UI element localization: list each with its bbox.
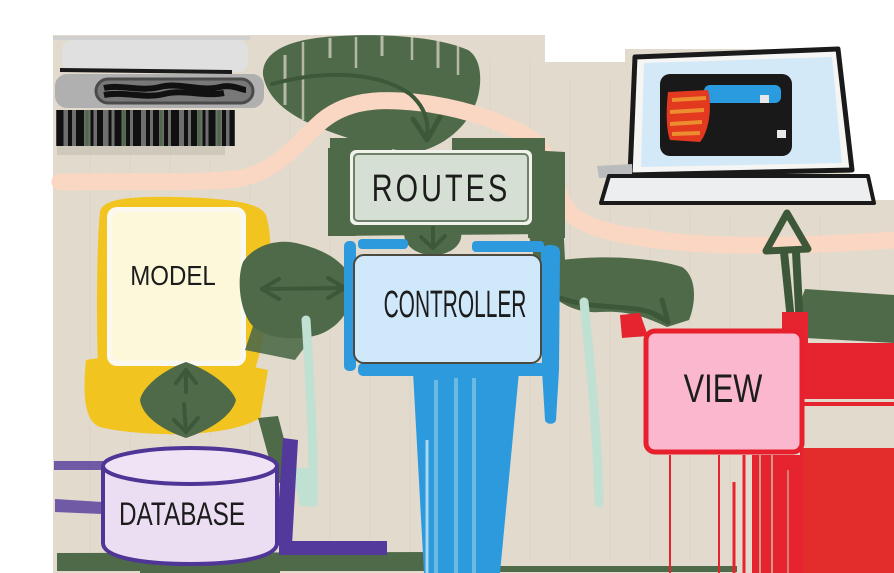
svg-text:MODEL: MODEL xyxy=(130,259,216,291)
svg-text:DATABASE: DATABASE xyxy=(119,497,245,533)
svg-text:CONTROLLER: CONTROLLER xyxy=(384,284,527,326)
svg-text:ROUTES: ROUTES xyxy=(372,167,511,210)
svg-text:VIEW: VIEW xyxy=(684,366,763,411)
